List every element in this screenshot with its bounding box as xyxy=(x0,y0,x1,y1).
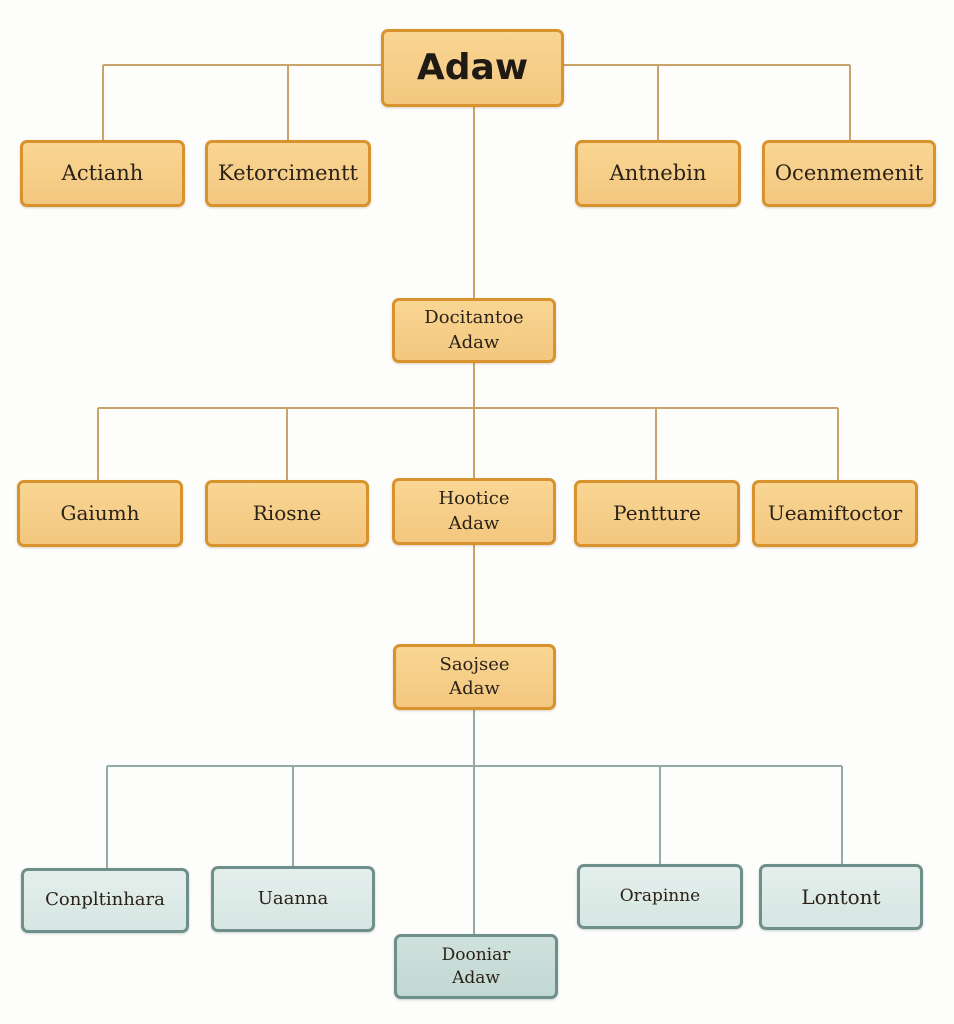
node-ketorcimentt[interactable]: Ketorcimentt xyxy=(205,140,371,207)
node-hootice[interactable]: Hootice Adaw xyxy=(392,478,556,545)
hub-node-docitantoe-line1: Docitantoe xyxy=(424,307,524,329)
node-actianh[interactable]: Actianh xyxy=(20,140,185,207)
root-node[interactable]: Adaw xyxy=(381,29,564,107)
hub-node-docitantoe-line2: Adaw xyxy=(448,331,500,353)
node-hootice-line1: Hootice xyxy=(438,488,510,510)
node-hootice-line2: Adaw xyxy=(448,512,500,534)
node-conpltinhara[interactable]: Conpltinhara xyxy=(21,868,189,933)
node-ketorcimentt-label: Ketorcimentt xyxy=(218,161,358,186)
node-uaanna[interactable]: Uaanna xyxy=(211,866,375,932)
node-ueamiftoctor[interactable]: Ueamiftoctor xyxy=(752,480,918,547)
node-lontont[interactable]: Lontont xyxy=(759,864,923,930)
node-gaiumh-label: Gaiumh xyxy=(60,501,140,525)
node-riosne-label: Riosne xyxy=(252,501,322,525)
node-pentture-label: Pentture xyxy=(613,501,701,525)
node-antnebin-label: Antnebin xyxy=(609,161,707,186)
node-orapinne[interactable]: Orapinne xyxy=(577,864,743,929)
hub-node-saojsee-line2: Adaw xyxy=(449,678,500,699)
node-uaanna-label: Uaanna xyxy=(257,887,329,909)
node-dooniar[interactable]: Dooniar Adaw xyxy=(394,934,558,999)
node-antnebin[interactable]: Antnebin xyxy=(575,140,741,207)
node-lontont-label: Lontont xyxy=(801,884,881,909)
node-orapinne-label: Orapinne xyxy=(619,886,701,907)
hub-node-saojsee-line1: Saojsee xyxy=(439,653,510,675)
node-dooniar-line1: Dooniar xyxy=(441,944,511,965)
node-pentture[interactable]: Pentture xyxy=(574,480,740,547)
hub-node-saojsee[interactable]: Saojsee Adaw xyxy=(393,644,556,710)
node-conpltinhara-label: Conpltinhara xyxy=(45,889,165,911)
root-node-label: Adaw xyxy=(416,46,529,88)
node-riosne[interactable]: Riosne xyxy=(205,480,369,547)
node-ocenmemenit[interactable]: Ocenmemenit xyxy=(762,140,936,207)
node-ueamiftoctor-label: Ueamiftoctor xyxy=(767,501,903,525)
node-actianh-label: Actianh xyxy=(61,161,144,186)
hub-node-docitantoe[interactable]: Docitantoe Adaw xyxy=(392,298,556,363)
node-dooniar-line2: Adaw xyxy=(452,967,500,988)
node-gaiumh[interactable]: Gaiumh xyxy=(17,480,183,547)
node-ocenmemenit-label: Ocenmemenit xyxy=(774,161,924,186)
